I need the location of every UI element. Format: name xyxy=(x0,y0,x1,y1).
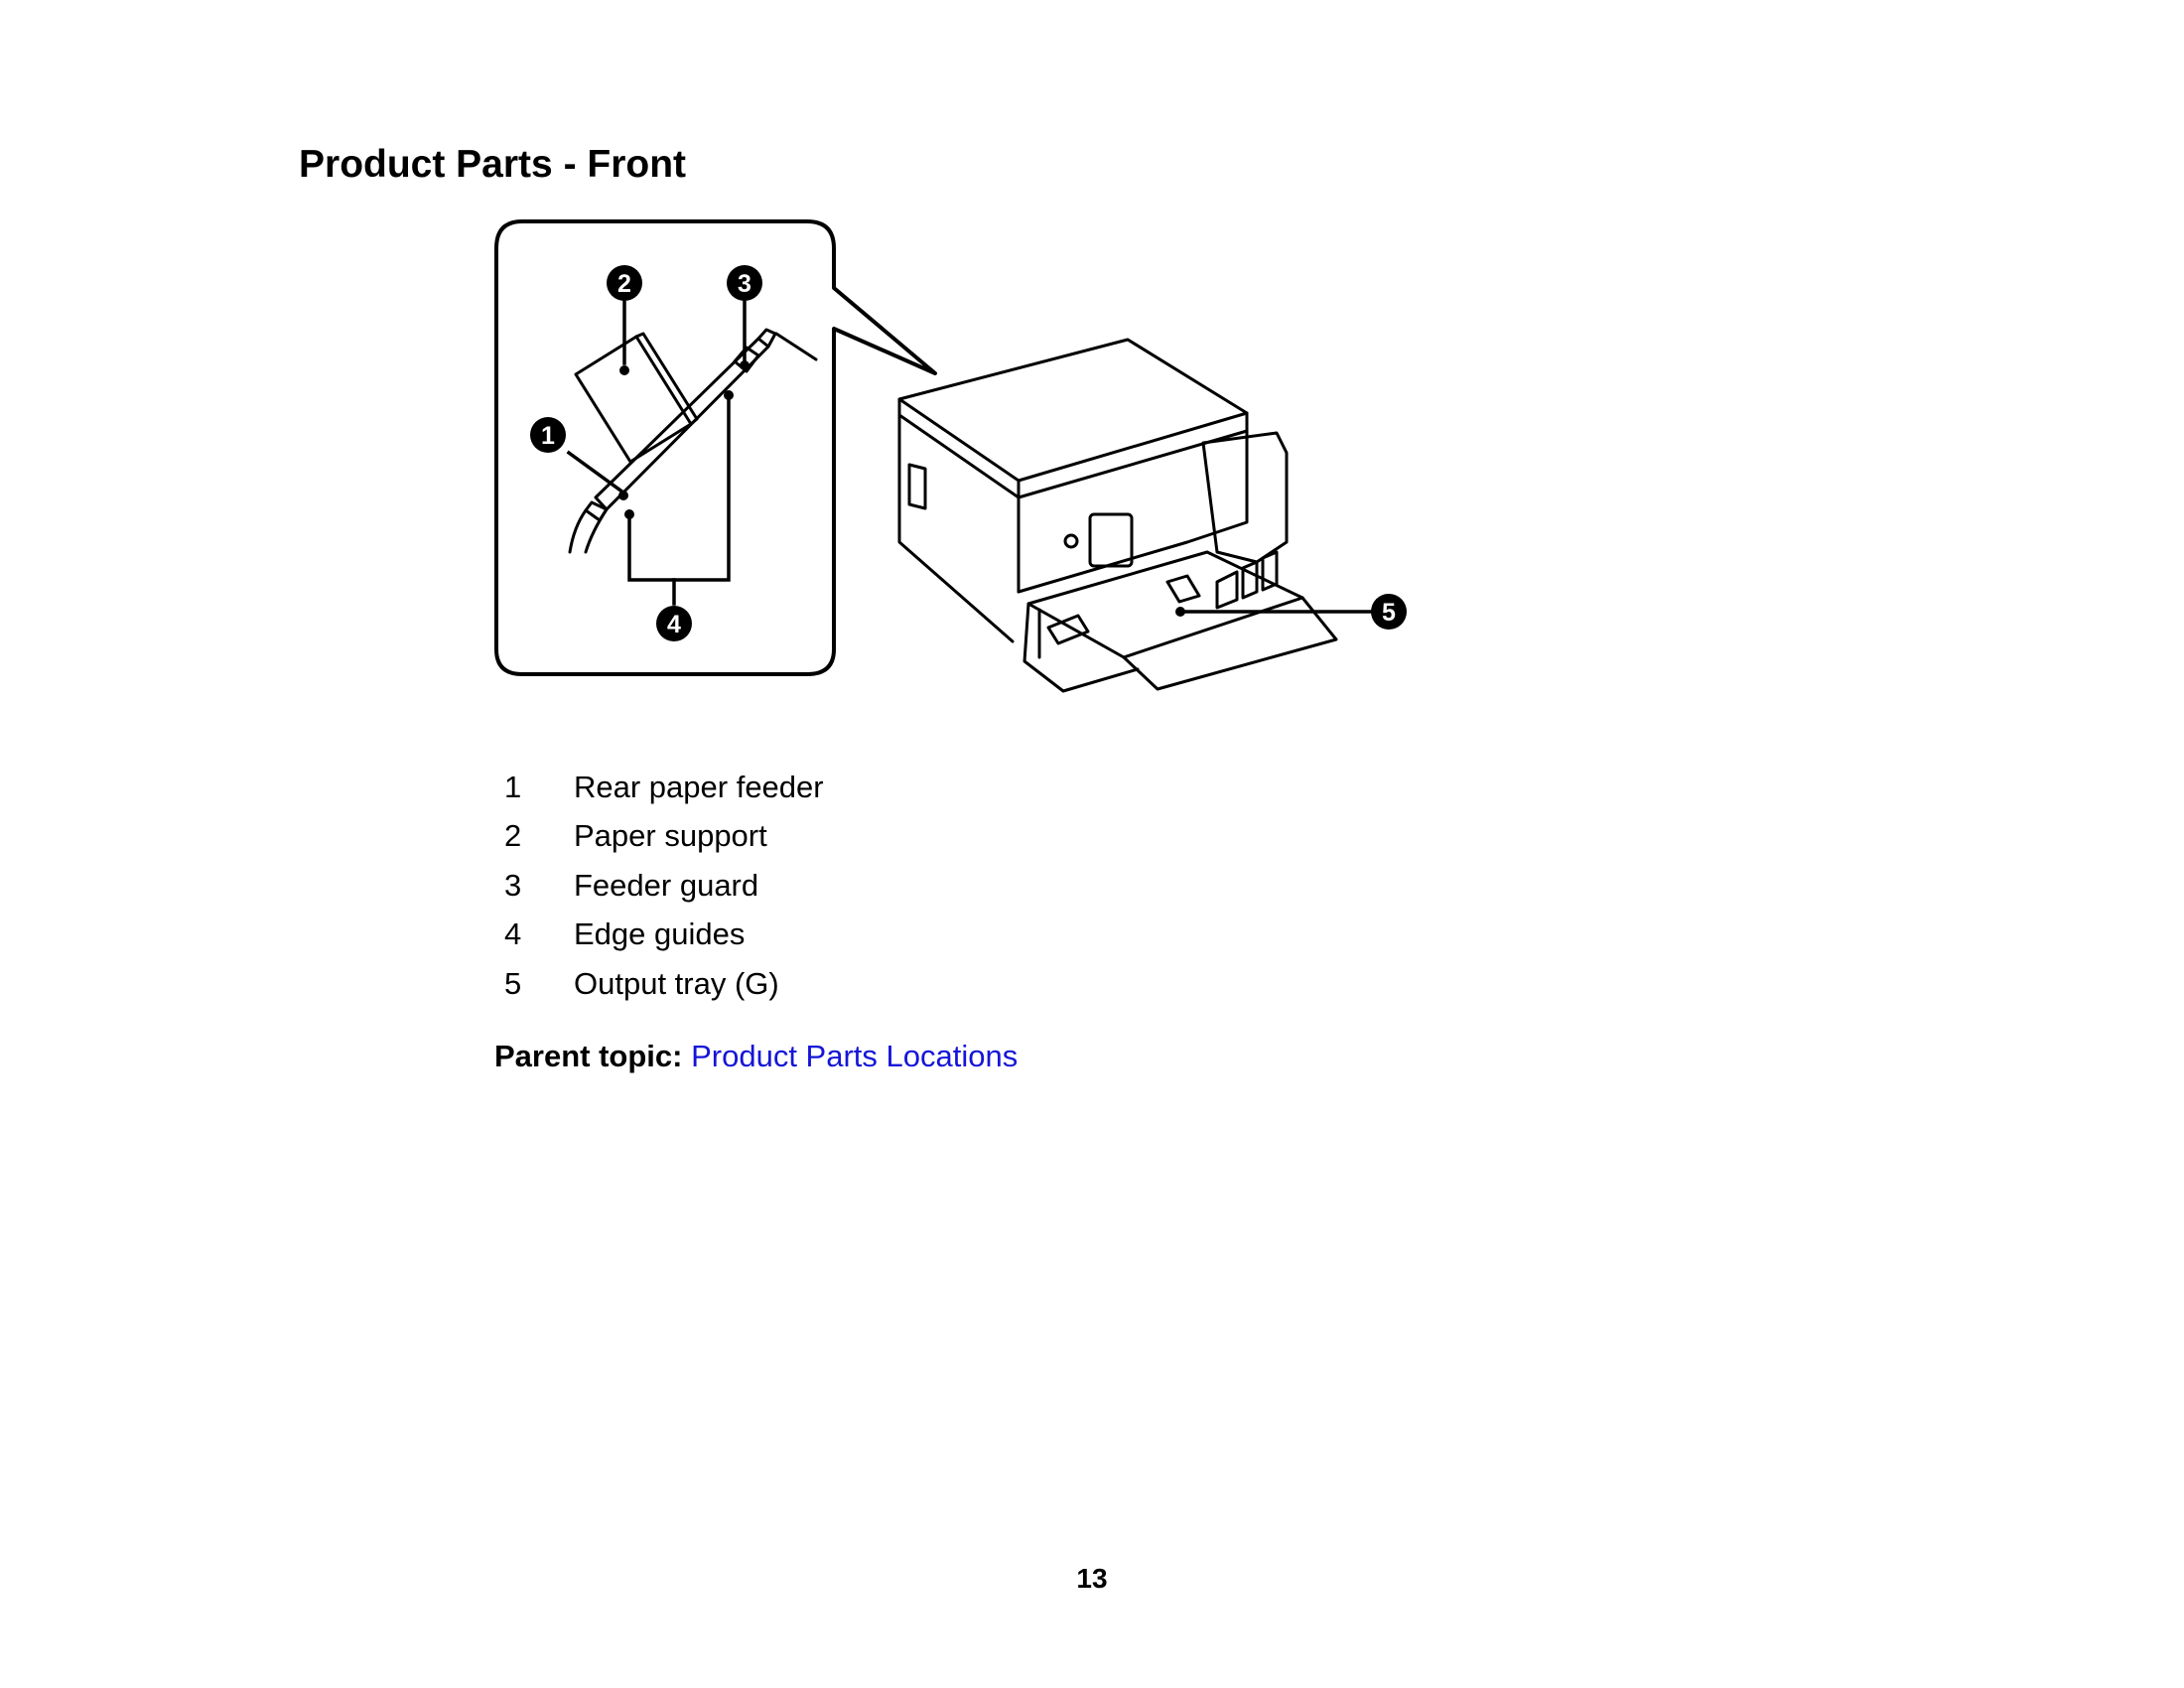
callout-1: 1 xyxy=(530,417,566,453)
callout-4-number: 4 xyxy=(667,611,681,638)
part-label: Rear paper feeder xyxy=(574,769,824,804)
callout-3-number: 3 xyxy=(738,270,751,298)
callout-2-number: 2 xyxy=(617,270,631,298)
part-number: 2 xyxy=(504,818,522,854)
parent-topic: Parent topic: Product Parts Locations xyxy=(494,1036,1018,1077)
zoom-callout-box xyxy=(494,219,937,676)
callout-3: 3 xyxy=(727,265,762,301)
printer-front-illustration: 1 2 3 4 5 xyxy=(494,219,1407,693)
part-label: Paper support xyxy=(574,818,767,854)
part-number: 4 xyxy=(504,916,522,952)
part-label: Edge guides xyxy=(574,916,746,952)
callout-4: 4 xyxy=(656,606,692,641)
part-label: Feeder guard xyxy=(574,867,759,903)
parent-topic-link[interactable]: Product Parts Locations xyxy=(691,1039,1019,1073)
list-item: 2 Paper support xyxy=(496,812,824,862)
list-item: 3 Feeder guard xyxy=(496,861,824,911)
list-item: 4 Edge guides xyxy=(496,911,824,960)
parent-topic-label: Parent topic: xyxy=(494,1039,683,1073)
callout-2: 2 xyxy=(607,265,642,301)
list-item: 5 Output tray (G) xyxy=(496,959,824,1009)
part-number: 3 xyxy=(504,867,522,903)
callout-5-number: 5 xyxy=(1382,599,1396,627)
callout-1-number: 1 xyxy=(541,422,555,450)
printer-body xyxy=(897,338,1338,693)
part-number: 5 xyxy=(504,965,522,1001)
parts-list: 1 Rear paper feeder 2 Paper support 3 Fe… xyxy=(496,763,824,1009)
callout-5: 5 xyxy=(1371,594,1407,630)
part-label: Output tray (G) xyxy=(574,965,779,1001)
page-number: 13 xyxy=(1076,1563,1108,1594)
list-item: 1 Rear paper feeder xyxy=(496,763,824,812)
part-number: 1 xyxy=(504,769,522,804)
rear-feeder-detail xyxy=(568,328,818,554)
page-title: Product Parts - Front xyxy=(299,143,687,186)
printer-front-figure: 1 2 3 4 5 xyxy=(492,214,1426,705)
